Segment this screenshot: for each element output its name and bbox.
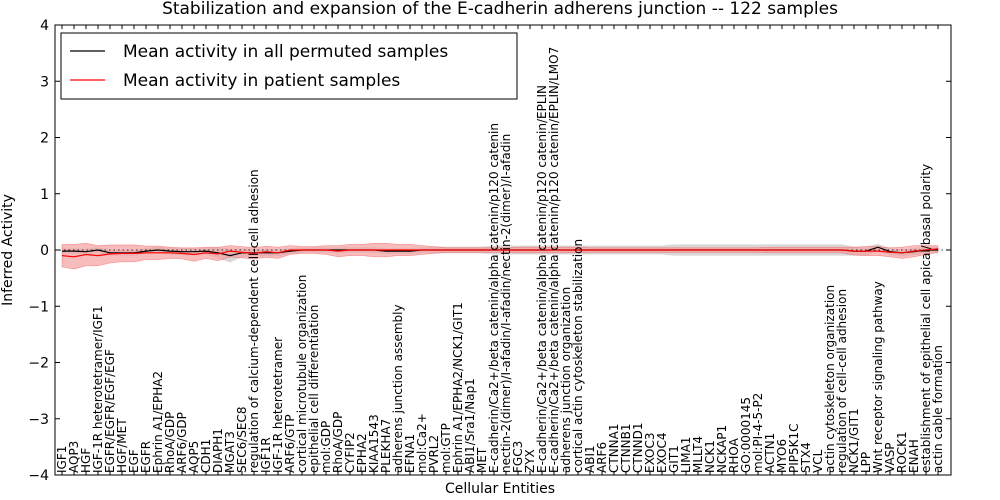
x-tick-label: EGF: [127, 449, 141, 473]
x-tick-label: CTNND1: [631, 422, 645, 473]
x-tick-label: KIAA1543: [367, 414, 381, 473]
x-tick-label: EGFR/EGFR/EGF/EGF: [103, 349, 117, 473]
x-tick-label: Ephrin A1/EPHA2/NCK1/GIT1: [451, 302, 465, 473]
x-tick-label: adherens junction organization: [559, 287, 573, 473]
x-tick-label: IGF1: [55, 446, 69, 473]
x-tick-label: ACTN1: [763, 433, 777, 473]
x-tick-label: IGF-1R heterotetramer: [271, 337, 285, 473]
legend-label-permuted: Mean activity in all permuted samples: [123, 42, 448, 62]
y-tick-label: 2: [40, 131, 49, 147]
x-tick-label: adherens junction assembly: [391, 304, 405, 473]
x-tick-label: mol:GDP: [319, 421, 333, 473]
x-tick-label: DIAPH1: [211, 428, 225, 473]
x-tick-label: FGC3: [511, 441, 525, 473]
x-tick-label: NCKAP1: [715, 425, 729, 473]
x-tick-label: EPHA2: [355, 433, 369, 473]
y-tick-label: 1: [40, 187, 49, 203]
x-tick-label: MET: [475, 447, 489, 473]
x-tick-label: VCL: [811, 449, 825, 473]
x-tick-label: E-cadherin/Ca2+/beta catenin/alpha caten…: [535, 85, 549, 473]
y-tick-label: 3: [40, 74, 49, 90]
x-tick-label: RhoA/GDP: [331, 412, 345, 473]
y-axis-label: Inferred Activity: [0, 194, 16, 306]
legend: Mean activity in all permuted samples Me…: [60, 32, 518, 100]
y-tick-label: −2: [28, 356, 49, 372]
x-tick-label: LPP: [859, 452, 873, 473]
x-tick-label: nectin-2(dimer)/I-afadin/I-afadin/nectin…: [499, 134, 513, 473]
x-tick-label: ARF6/GDP: [175, 412, 189, 473]
x-tick-label: regulation of cell-cell adhesion: [835, 289, 849, 473]
x-tick-label: EFNA1: [403, 434, 417, 473]
x-tick-label: E-cadherin/Ca2+/beta catenin/alpha caten…: [487, 123, 501, 473]
x-tick-label: ABI1: [583, 445, 597, 473]
x-tick-label: CDH1: [199, 439, 213, 473]
x-tick-label: Ephrin A1/EPHA2: [151, 371, 165, 473]
x-tick-label: PIP5K1C: [787, 423, 801, 473]
x-tick-label: mol:Ca2+: [415, 413, 429, 473]
x-tick-label: MYO6: [775, 439, 789, 473]
x-tick-label: ABI1/Sra1/Nap1: [463, 378, 477, 473]
x-tick-label: mol:PI-4-5-P2: [751, 393, 765, 473]
x-axis-label: Cellular Entities: [445, 481, 555, 497]
x-tick-label: GIT1: [667, 445, 681, 473]
x-tick-label: PLEKHA7: [379, 419, 393, 473]
x-tick-label: MGAT3: [223, 431, 237, 473]
x-tick-label: ZYX: [523, 449, 537, 473]
x-tick-label: establishment of epithelial cell apical/…: [919, 164, 933, 473]
x-tick-label: RhoA/GDP: [163, 412, 177, 473]
x-tick-label: IGF1R: [259, 437, 273, 473]
chart-title: Stabilization and expansion of the E-cad…: [162, 0, 838, 19]
x-tick-label: VASP: [883, 442, 897, 473]
x-tick-label: AQP5: [187, 441, 201, 473]
x-tick-label: ROCK1: [895, 431, 909, 473]
y-tick-label: −3: [28, 412, 49, 428]
x-tick-label: E-cadherin/Ca2+/beta catenin/alpha caten…: [547, 47, 561, 473]
x-tick-label: ENAH: [907, 439, 921, 473]
x-tick-label: CTNNA1: [607, 423, 621, 473]
x-tick-label: ARF6: [595, 442, 609, 473]
y-tick-label: −4: [28, 468, 49, 484]
legend-label-patient: Mean activity in patient samples: [123, 71, 400, 91]
x-tick-label: actin cable formation: [931, 345, 945, 473]
x-tick-label: NCK1: [703, 440, 717, 473]
x-tick-label: CTNNB1: [619, 423, 633, 473]
x-tick-label: GO:0000145: [739, 397, 753, 473]
x-tick-label: ARF6/GTP: [283, 414, 297, 473]
x-tick-label: EGFR: [139, 441, 153, 473]
x-tick-label: regulation of calcium-dependent cell-cel…: [247, 169, 261, 473]
x-tick-label: RHOA: [727, 437, 741, 473]
y-tick-label: 0: [40, 243, 49, 259]
x-tick-label: actin cytoskeleton organization: [823, 285, 837, 473]
x-tick-label: STX4: [799, 442, 813, 473]
x-tick-label: EXOC3: [643, 433, 657, 474]
x-tick-label: cortical actin cytoskeleton stabilizatio…: [571, 239, 585, 473]
x-tick-label: EXOC4: [655, 433, 669, 474]
x-tick-label: MLLT4: [691, 436, 705, 473]
x-tick-label: mol:GTP: [439, 423, 453, 473]
x-tick-label: AQP3: [67, 441, 81, 473]
y-tick-label: 4: [40, 18, 49, 34]
y-tick-label: −1: [28, 299, 49, 315]
x-tick-label: LIMA1: [679, 437, 693, 473]
x-tick-label: Wnt receptor signaling pathway: [871, 281, 885, 473]
x-tick-label: HGF/MET: [115, 418, 129, 473]
series-line-patient: [61, 248, 939, 258]
x-tick-label: epithelial cell differentiation: [307, 305, 321, 473]
x-tick-label: cortical microtubule organization: [295, 275, 309, 473]
x-tick-label: IGF-1R heterotetramer/IGF1: [91, 306, 105, 473]
x-tick-label: PVRL2: [427, 435, 441, 473]
x-tick-label: NCK1/GIT1: [847, 408, 861, 473]
legend-box: [60, 32, 518, 100]
plot-frame: [54, 24, 952, 476]
x-tick-label: HGF: [79, 448, 93, 473]
x-tick-label: CYFIP2: [343, 432, 357, 473]
x-tick-label: SEC6/SEC8: [235, 407, 249, 473]
